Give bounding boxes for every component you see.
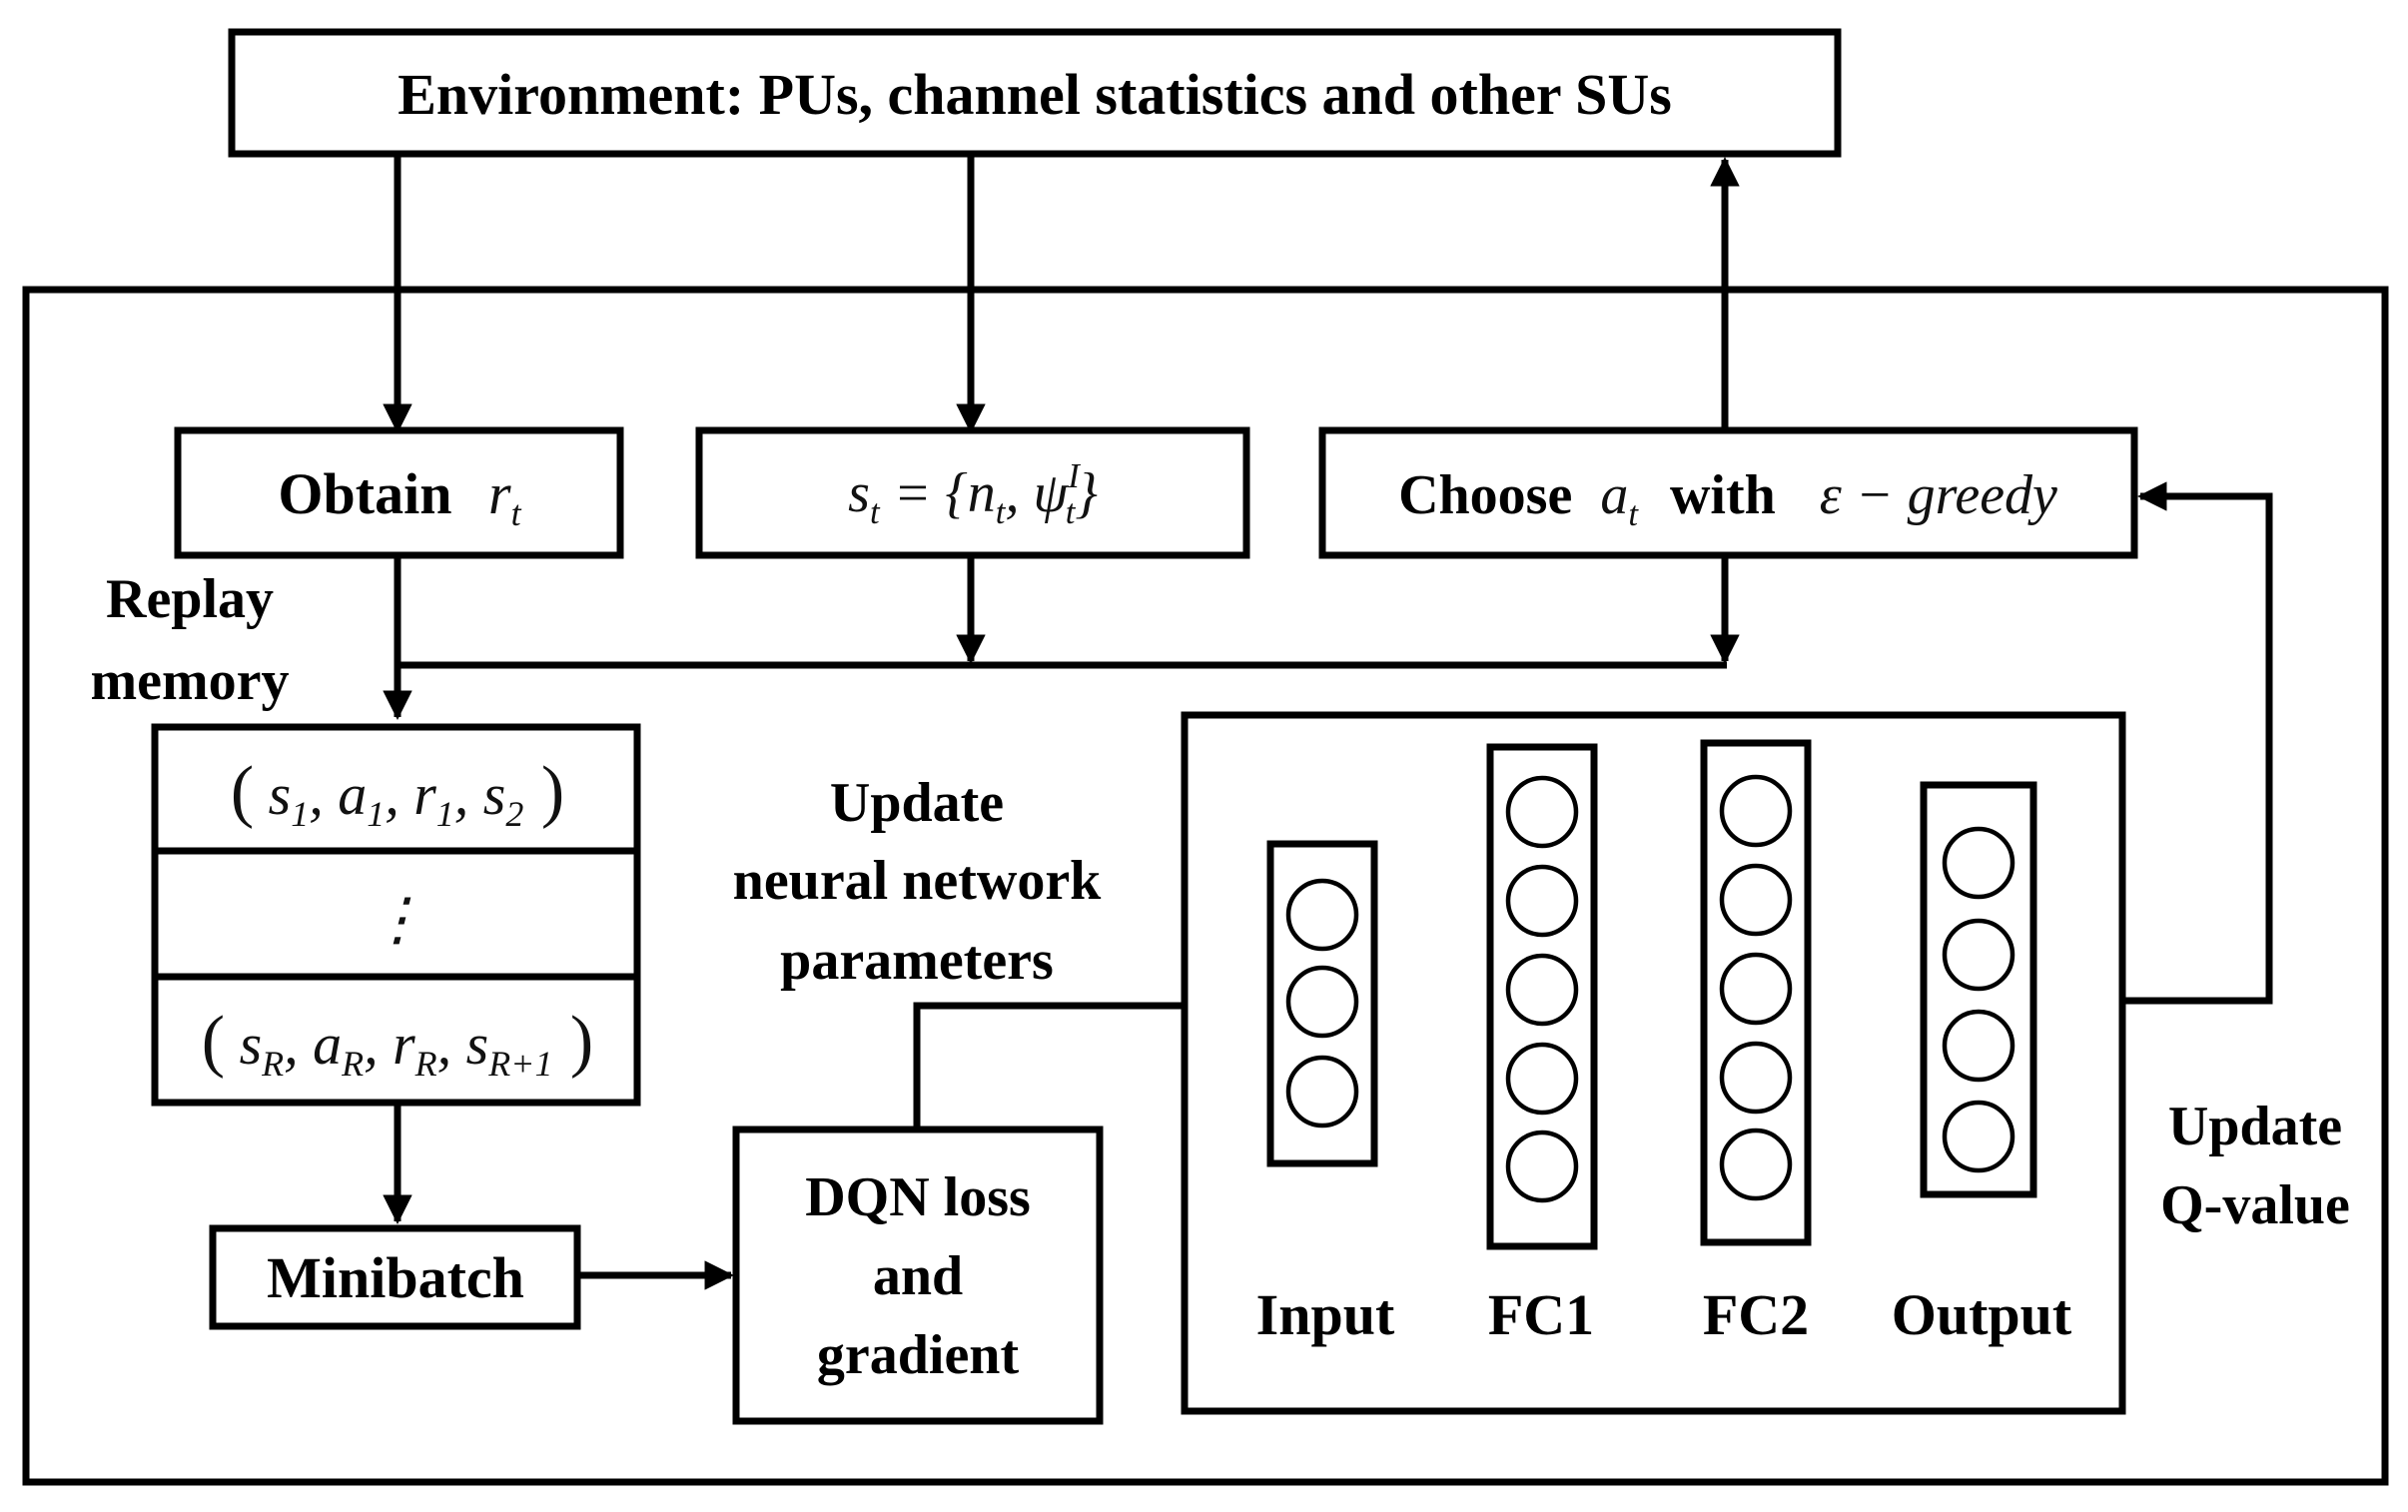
neural-network-box: Input FC1 FC2 Output (1181, 711, 2126, 1415)
agent-frame (22, 286, 2389, 1486)
neuron-node (1942, 1009, 2015, 1083)
neuron-node (1285, 878, 1359, 952)
update-nn-line2: neural network (733, 850, 1103, 912)
neuron-node (1505, 775, 1579, 849)
neuron-node (1505, 864, 1579, 938)
arrow-output-to-choose (2034, 481, 2273, 1005)
loss-line2: and (873, 1245, 963, 1307)
dqn-loss-box: DQN loss and gradient (732, 1126, 1104, 1425)
neuron-node (1719, 774, 1793, 848)
layer-label-fc2: FC2 (1703, 1282, 1809, 1347)
minibatch-box: Minibatch (209, 1224, 581, 1330)
reward-subscript: t (511, 493, 522, 533)
neuron-node (1719, 952, 1793, 1026)
environment-box: Environment: PUs, channel statistics and… (228, 28, 1842, 158)
update-nn-line3: parameters (780, 930, 1054, 992)
loss-line1: DQN loss (805, 1166, 1031, 1228)
replay-row-ellipsis: ⋮ (369, 887, 426, 952)
layer-label-output: Output (1892, 1282, 2072, 1347)
neuron-node (1285, 1055, 1359, 1129)
replay-memory-table: ( s1, a1, r1, s2 ) ⋮ ( sR, aR, rR, sR+1 … (151, 723, 641, 1107)
layer-label-input: Input (1256, 1282, 1395, 1347)
neuron-node (1285, 965, 1359, 1039)
obtain-label: Obtain (278, 461, 451, 526)
neuron-node (1719, 1128, 1793, 1201)
reward-symbol: r (488, 461, 511, 526)
update-q-line2: Q-value (2160, 1174, 2350, 1236)
layer-label-fc1: FC1 (1488, 1282, 1594, 1347)
replay-title-line1: Replay (106, 568, 274, 630)
loss-line3: gradient (817, 1324, 1020, 1386)
neuron-node (1719, 863, 1793, 937)
arrow-loss-to-input (913, 991, 1265, 1130)
neuron-node (1505, 1042, 1579, 1116)
choose-label: Choose (1398, 464, 1572, 526)
obtain-reward-box: Obtain rt (174, 426, 624, 559)
replay-title-line2: memory (90, 650, 289, 712)
update-q-line1: Update (2168, 1096, 2342, 1157)
minibatch-label: Minibatch (267, 1245, 524, 1310)
neuron-node (1505, 953, 1579, 1027)
choose-action-box: Choose at with ε − greedy (1318, 426, 2138, 559)
update-nn-line1: Update (830, 772, 1004, 834)
svg-text:Choose at with: Choose at with ε − greedy (1398, 464, 2057, 538)
neuron-node (1505, 1130, 1579, 1203)
epsilon-greedy: ε − greedy (1820, 464, 2057, 526)
neuron-node (1719, 1041, 1793, 1115)
with-label: with (1670, 464, 1776, 526)
neuron-node (1942, 1100, 2015, 1173)
neuron-node (1942, 826, 2015, 900)
environment-title: Environment: PUs, channel statistics and… (398, 62, 1672, 127)
replay-row-1: ( s1, a1, r1, s2 ) (231, 753, 564, 834)
svg-text:Obtain rt: Obtain rt (278, 461, 521, 533)
action-subscript: t (1628, 494, 1639, 533)
neuron-node (1942, 918, 2015, 992)
action-symbol: a (1600, 464, 1628, 526)
